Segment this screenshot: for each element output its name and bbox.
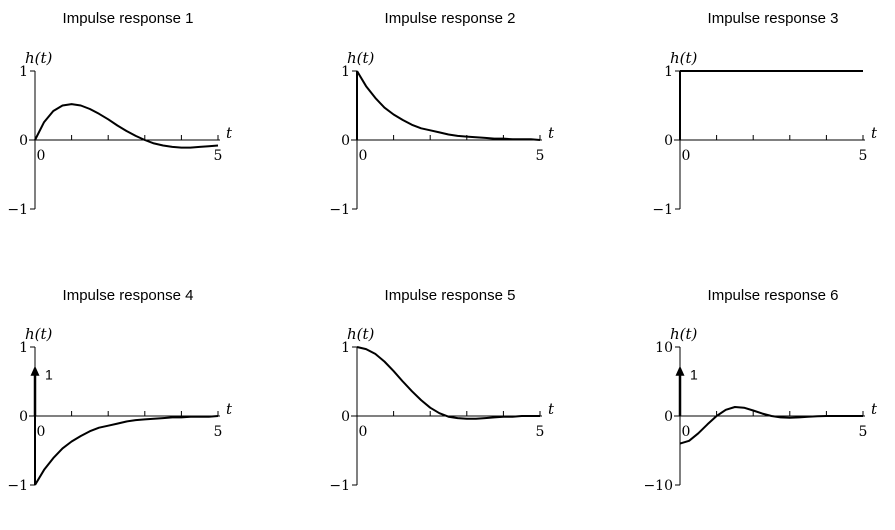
x-tick-label: 0 [682, 424, 691, 440]
panel-title: Impulse response 3 [708, 10, 839, 27]
x-tick-label: 5 [859, 148, 868, 164]
y-tick-label: 1 [341, 340, 350, 356]
y-tick-label: 0 [19, 133, 28, 149]
y-tick-label: 0 [664, 133, 673, 149]
y-tick-label: 10 [655, 340, 673, 356]
x-axis-label: t [226, 400, 233, 418]
y-tick-label: −1 [329, 478, 350, 494]
y-tick-label: 1 [664, 64, 673, 80]
x-axis-label: t [548, 124, 555, 142]
x-axis-label: t [871, 400, 878, 418]
y-tick-label: −1 [7, 478, 28, 494]
y-tick-label: 0 [664, 409, 673, 425]
panel-5: Impulse response 5 1 0 −1 0 5 h(t) t [329, 287, 555, 494]
x-tick-label: 0 [37, 148, 46, 164]
response-curve [356, 346, 540, 420]
impulse-weight-label: 1 [690, 367, 698, 383]
x-tick-label: 5 [214, 424, 223, 440]
panel-title: Impulse response 6 [708, 287, 839, 304]
response-curve [679, 406, 863, 445]
x-tick-label: 0 [359, 424, 368, 440]
panel-title: Impulse response 2 [385, 10, 516, 27]
panel-title: Impulse response 5 [385, 287, 516, 304]
panel-1: Impulse response 1 1 0 −1 0 5 h(t) t [7, 10, 233, 218]
y-axis-label: h(t) [347, 325, 375, 343]
y-tick-label: −1 [329, 202, 350, 218]
y-tick-label: 1 [19, 340, 28, 356]
x-tick-label: 5 [214, 148, 223, 164]
y-tick-label: 1 [341, 64, 350, 80]
x-axis-label: t [871, 124, 878, 142]
x-tick-label: 0 [37, 424, 46, 440]
x-tick-label: 0 [682, 148, 691, 164]
y-tick-label: 1 [19, 64, 28, 80]
y-axis-label: h(t) [347, 49, 375, 67]
y-tick-label: 0 [341, 133, 350, 149]
y-axis-label: h(t) [25, 49, 53, 67]
y-axis-label: h(t) [670, 49, 698, 67]
panel-6: Impulse response 6 10 0 −10 0 5 h(t) t 1 [643, 287, 878, 494]
panel-3: Impulse response 3 1 0 −1 0 5 h(t) t [652, 10, 878, 218]
panel-title: Impulse response 1 [63, 10, 194, 27]
x-tick-label: 5 [859, 424, 868, 440]
impulse-weight-label: 1 [45, 367, 53, 383]
impulse-arrowhead [30, 365, 40, 376]
panel-2: Impulse response 2 1 0 −1 0 5 h(t) t [329, 10, 555, 218]
y-tick-label: −1 [652, 202, 673, 218]
y-tick-label: 0 [19, 409, 28, 425]
y-axis-label: h(t) [670, 325, 698, 343]
y-tick-label: 0 [341, 409, 350, 425]
impulse-arrowhead [675, 365, 685, 376]
y-tick-label: −1 [7, 202, 28, 218]
x-axis-label: t [548, 400, 555, 418]
response-curve [34, 103, 219, 149]
panel-4: Impulse response 4 1 0 −1 0 5 h(t) t 1 [7, 287, 233, 494]
y-axis-label: h(t) [25, 325, 53, 343]
y-tick-label: −10 [643, 478, 673, 494]
x-axis-label: t [226, 124, 233, 142]
response-curve [356, 70, 541, 141]
x-tick-label: 5 [536, 148, 545, 164]
response-curve [34, 415, 219, 486]
x-tick-label: 0 [359, 148, 368, 164]
panel-title: Impulse response 4 [63, 287, 194, 304]
x-tick-label: 5 [536, 424, 545, 440]
